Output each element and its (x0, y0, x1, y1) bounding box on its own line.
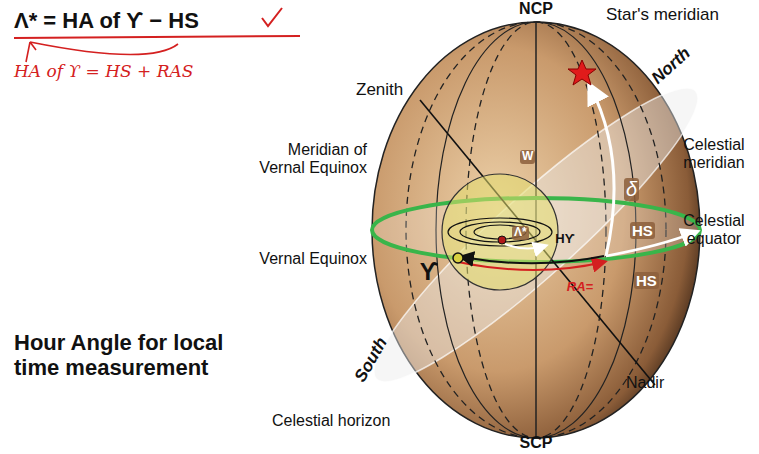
handwritten-underline (14, 36, 300, 38)
point-label: W (520, 150, 535, 164)
declination-arrow (590, 86, 614, 256)
h-gamma-arrow (462, 256, 604, 263)
circle-label: Celestial equator (673, 212, 755, 249)
meridian-label: Star's meridian (606, 5, 754, 25)
point-label: Zenith (356, 80, 426, 100)
lambda-arc (505, 244, 545, 249)
vernal-equinox-point (453, 253, 463, 263)
angle-label: Λ* (512, 226, 529, 240)
zenith-nadir-line (420, 100, 655, 385)
circle-label: Celestial horizon (272, 412, 432, 430)
observer-dot (498, 236, 506, 244)
handwritten-note: RA= (560, 280, 600, 295)
point-label: Vernal Equinox (243, 250, 367, 268)
angle-label: HS (630, 222, 655, 239)
earth-sphere (442, 174, 558, 290)
slide-heading: Hour Angle for local time measurement (14, 330, 264, 381)
pole-label: NCP (494, 0, 578, 18)
check-mark (262, 8, 282, 26)
angle-label: δ (624, 178, 639, 201)
handwritten-note: HA of ϒ = HS + RAS (14, 62, 244, 82)
point-label: Nadir (626, 374, 686, 392)
circle-label: Celestial meridian (673, 136, 755, 173)
angle-label: Hϒ (550, 232, 580, 247)
inner-orbit (448, 218, 552, 246)
point-symbol: ϒ (416, 258, 442, 286)
angle-label: HS (634, 272, 659, 289)
formula: Λ* = HA of ϒ − HS (14, 8, 274, 33)
handwritten-arrow (26, 42, 178, 62)
meridian-label: Meridian of Vernal Equinox (243, 141, 367, 178)
pole-label: SCP (494, 434, 578, 452)
star-symbol (568, 60, 596, 85)
direction-label: North (638, 35, 703, 96)
